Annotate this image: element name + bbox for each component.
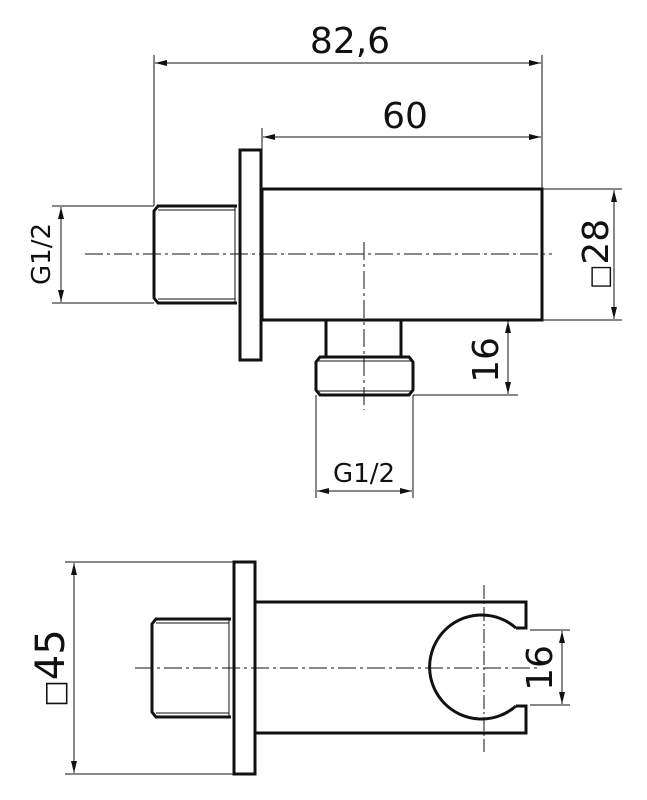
side-flange [238, 148, 263, 362]
dim-flange-value: 45 [28, 629, 74, 680]
outlet-neck [324, 320, 403, 357]
top-body [256, 600, 528, 735]
dim-outlet-thread: G1/2 [333, 459, 395, 489]
top-view: □45 16 [28, 560, 570, 776]
outlet-nut [314, 355, 415, 397]
dim-body-length: 60 [382, 96, 428, 137]
square-symbol: □ [38, 680, 71, 706]
dim-section: □28 [576, 219, 617, 289]
dim-outlet-height: 16 [466, 337, 507, 383]
dim-inlet-thread: G1/2 [27, 223, 57, 285]
dim-holder-opening: 16 [520, 645, 561, 691]
holder-clip [428, 613, 517, 721]
dim-section-value: 28 [576, 219, 617, 265]
dim-flange: □45 [28, 629, 74, 706]
dim-overall-length: 82,6 [310, 21, 390, 62]
square-symbol: □ [585, 265, 615, 290]
side-view: 82,6 60 □28 16 G1/2 G1/2 [27, 21, 622, 498]
top-inlet-nipple [150, 617, 231, 719]
